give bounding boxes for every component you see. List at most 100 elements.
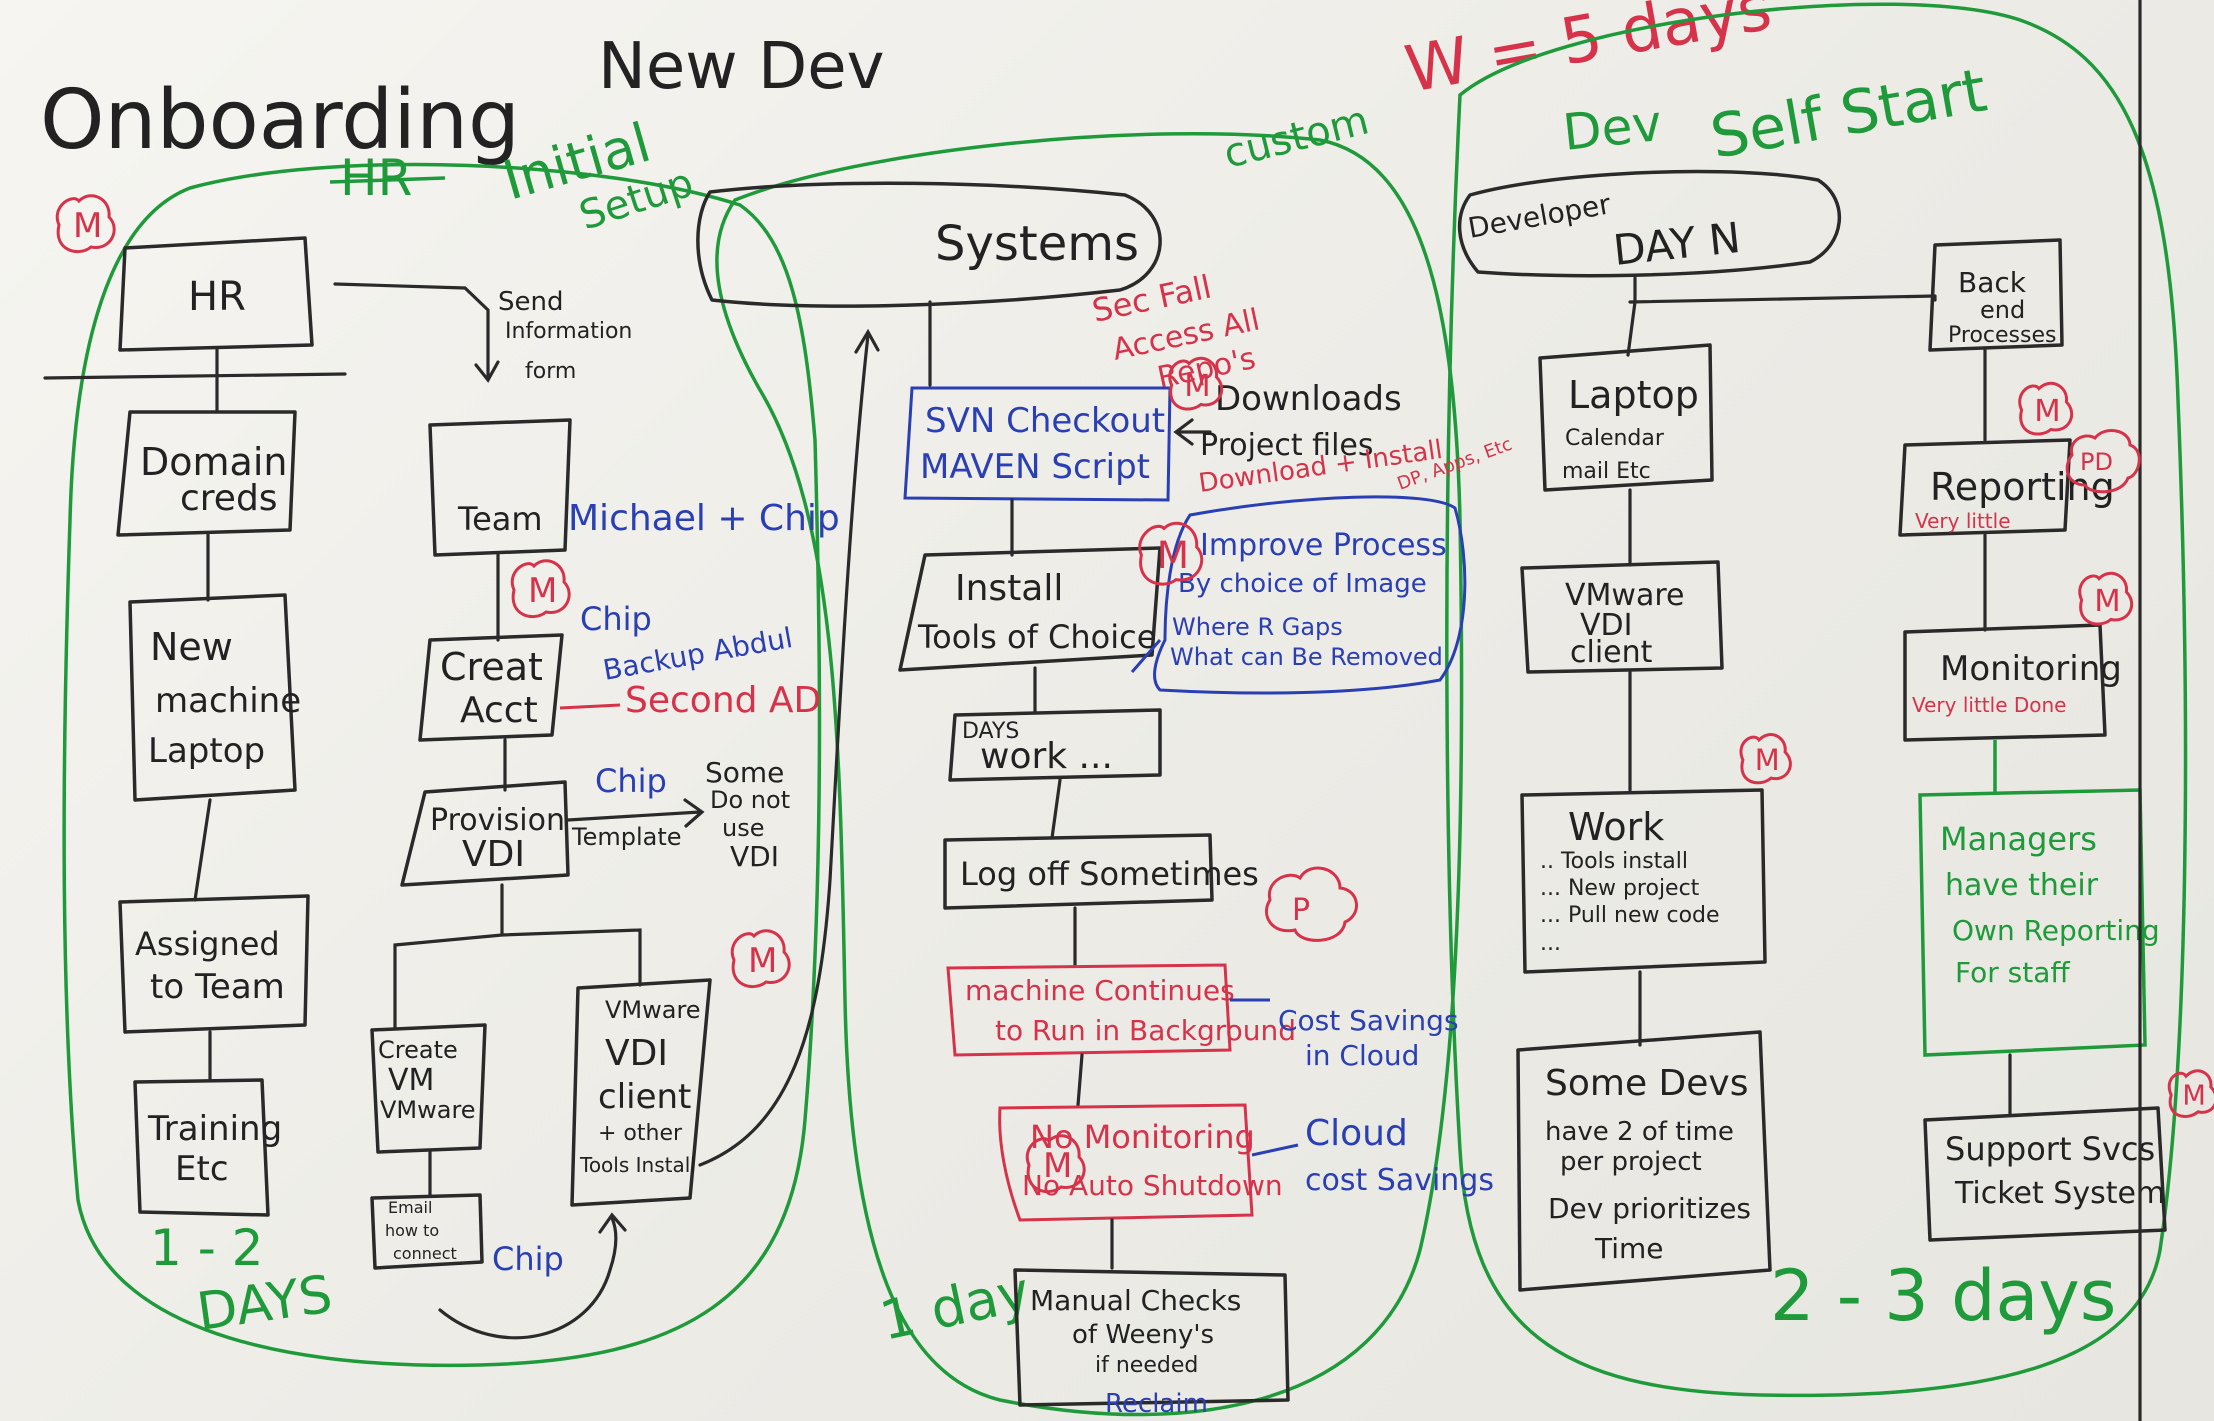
days-to-logoff-line [1050, 778, 1062, 840]
chip-2: Chip [595, 762, 667, 800]
manual-checks-3: if needed [1095, 1353, 1198, 1378]
domain-creds-box [116, 410, 297, 537]
send-info-2: Information [505, 319, 632, 344]
svn-2: MAVEN Script [920, 447, 1150, 487]
improve-process-box [1153, 495, 1467, 695]
domain-creds-1: Domain [140, 440, 287, 484]
no-monitoring-2: No Auto Shutdown [1022, 1169, 1283, 1202]
email-howto-box [370, 1193, 484, 1270]
laptop-2: Calendar [1565, 426, 1665, 451]
backend-2: end [1980, 296, 2025, 324]
m-tag-label: M [2094, 584, 2120, 619]
m-tag-cloud [2167, 1069, 2214, 1118]
no-monitoring-box [998, 1103, 1254, 1222]
m-tag-cloud [1025, 1134, 1086, 1194]
new-machine-1: New [150, 625, 233, 669]
install-tools-box [898, 546, 1162, 672]
title-new-dev: New Dev [598, 30, 884, 104]
cloud-cost-2: cost Savings [1305, 1163, 1494, 1198]
create-vm-3: VMware [380, 1096, 476, 1124]
domain-creds-2: creds [180, 478, 278, 519]
p-tag-label: P [1292, 893, 1310, 928]
second-ad-pointer [559, 703, 621, 710]
log-off-box [943, 833, 1214, 910]
log-off-label: Log off Sometimes [960, 855, 1259, 893]
email-howto-3: connect [393, 1244, 457, 1263]
chip-1: Chip [580, 600, 652, 638]
developer-day-box [1457, 169, 1841, 278]
no-vdi-3: use [722, 814, 764, 842]
managers-box [1918, 788, 2147, 1057]
send-info-1: Send [498, 287, 563, 317]
assigned-team-1: Assigned [135, 925, 280, 963]
provision-vdi-1: Provision [430, 803, 565, 838]
vmware-client-5: Tools Install [579, 1153, 696, 1177]
p-tag: P [1264, 866, 1358, 942]
m-tag-cloud [55, 194, 116, 254]
vmware-vdi-box [1520, 560, 1724, 674]
hr-label: HR [188, 274, 246, 320]
m-tag-cloud [1739, 733, 1792, 785]
create-vm-1: Create [378, 1036, 458, 1064]
chip-3: Chip [492, 1240, 564, 1278]
vmware-client-box [570, 978, 712, 1207]
improve-pointer [1130, 639, 1162, 673]
manual-checks-1: Manual Checks [1030, 1284, 1241, 1317]
cost-cloud-2: in Cloud [1305, 1039, 1419, 1072]
reporting-box [1898, 438, 2072, 537]
work-1: Work [1568, 805, 1664, 849]
no-vdi-1: Some [705, 756, 784, 789]
vmware-vdi-1: VMware [1565, 578, 1684, 613]
developer-day-2: DAY N [1611, 213, 1743, 275]
systems-section-outline [715, 132, 1464, 1417]
provision-vdi-2: VDI [462, 834, 525, 875]
cloud-cost-1: Cloud [1305, 1113, 1408, 1154]
new-machine-2: machine [155, 681, 301, 721]
downloads-2: Project files [1200, 428, 1374, 463]
hr-duration-1: 1 - 2 [150, 1219, 263, 1277]
backend-box [1928, 238, 2064, 352]
systems-box [696, 181, 1162, 308]
dev-heading-dev: Dev [1560, 94, 1664, 162]
days-work-box [948, 708, 1162, 782]
pd-tag: PD [2065, 429, 2141, 494]
m-tag-cloud [1168, 356, 1224, 411]
create-vm-box [370, 1023, 487, 1154]
backend-1: Back [1958, 266, 2027, 299]
email-to-client-arrow [438, 1212, 627, 1340]
email-howto-2: how to [385, 1221, 439, 1240]
laptop-3: mail Etc [1562, 459, 1651, 484]
m-tag-label: M [1184, 369, 1210, 404]
improve-4: What can Be Removed [1170, 643, 1443, 671]
work-5: ... [1540, 931, 1561, 956]
machine-continues-2: to Run in Background [995, 1014, 1296, 1047]
days-work-2: work ... [980, 736, 1113, 777]
hr-box [118, 236, 314, 352]
training-2: Etc [175, 1149, 229, 1189]
backend-3: Processes [1948, 323, 2056, 348]
very-little-done: Very little Done [1912, 693, 2066, 717]
assigned-team-2: to Team [150, 967, 285, 1007]
client-to-systems-arrow [698, 328, 880, 1167]
days-work-1: DAYS [962, 719, 1019, 744]
m-tag-cloud [730, 929, 791, 989]
reclaim: Reclaim [1105, 1389, 1208, 1419]
training-1: Training [147, 1109, 282, 1149]
managers-3: Own Reporting [1952, 914, 2160, 947]
title-onboarding: Onboarding [40, 73, 520, 168]
cloud-cost-pointer [1251, 1143, 1299, 1157]
systems-duration: 1 day [875, 1260, 1036, 1353]
michael-chip: Michael + Chip [568, 498, 840, 539]
machine-to-nomon-line [1076, 1053, 1084, 1107]
send-info-3: form [525, 359, 576, 384]
hr-heading-strikethrough [329, 176, 446, 184]
new-machine-3: Laptop [148, 731, 265, 771]
provision-vdi-box [400, 780, 570, 887]
laptop-box [1538, 343, 1714, 492]
vmware-client-4: + other [598, 1121, 683, 1146]
developer-day-1: Developer [1465, 187, 1613, 245]
create-acct-1: Creat [440, 645, 543, 689]
some-devs-1: Some Devs [1545, 1063, 1748, 1104]
reporting-label: Reporting [1930, 465, 2115, 509]
